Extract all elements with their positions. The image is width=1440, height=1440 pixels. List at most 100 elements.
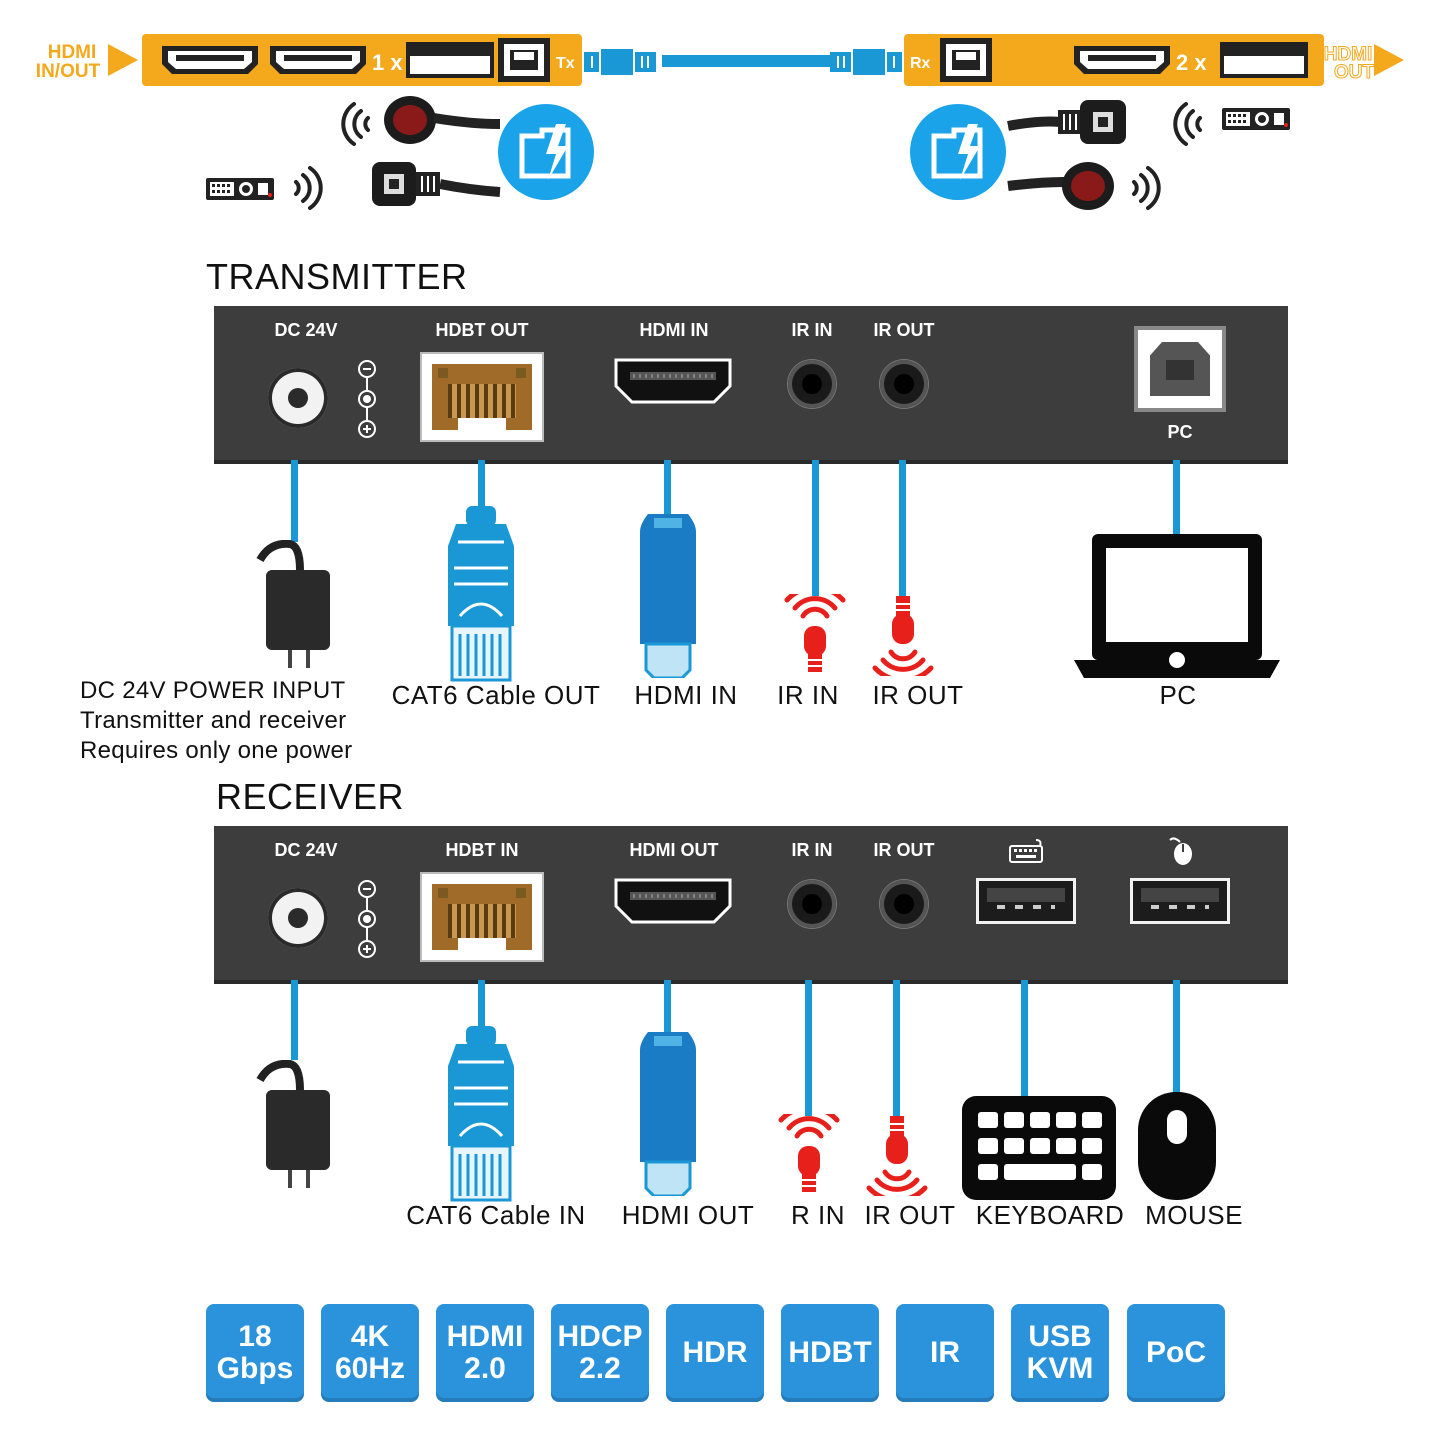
label-ir-out: IR OUT	[864, 1200, 956, 1230]
hdmi-cable	[664, 980, 671, 1038]
ir-emitter-icon	[872, 596, 934, 676]
feature-badge-text: IR	[930, 1336, 960, 1369]
ir-in-jack	[788, 880, 836, 928]
feature-badge-text: HDCP 2.2	[557, 1320, 643, 1385]
feature-badge-text: 18 Gbps	[216, 1320, 294, 1385]
transmitter-port-strip: 1 x Tx	[142, 34, 582, 86]
feature-badge-text: HDMI 2.0	[446, 1320, 524, 1385]
dc-power-jack	[268, 368, 328, 428]
rj45-port-icon	[498, 38, 550, 82]
label-ir-in: IR IN	[777, 680, 839, 710]
dc-cable	[291, 460, 298, 542]
port-label-hdbt-out: HDBT OUT	[435, 320, 529, 340]
dc-cable	[291, 980, 298, 1060]
svg-text:1 x: 1 x	[372, 50, 403, 75]
label-mouse: MOUSE	[1145, 1200, 1243, 1230]
label-pc: PC	[1159, 680, 1197, 710]
receiver-port-strip: Rx 2 x	[904, 34, 1324, 86]
ir-out-cable	[899, 460, 906, 600]
poc-power-icon	[498, 104, 594, 200]
port-label-dc: DC 24V	[274, 840, 338, 860]
ir-out-cable	[893, 980, 900, 1118]
power-adapter-icon	[256, 540, 330, 668]
port-label-hdmi-out: HDMI OUT	[629, 840, 719, 860]
power-adapter-icon	[256, 1060, 330, 1188]
power-note: DC 24V POWER INPUT Transmitter and recei…	[80, 676, 352, 766]
polarity-icon	[358, 360, 376, 438]
label-hdmi-out: HDMI OUT	[621, 1200, 755, 1230]
ir-in-jack	[788, 360, 836, 408]
ir-emitter-icon	[372, 162, 501, 206]
remote-control-icon	[1222, 108, 1290, 130]
keyboard-icon	[1009, 839, 1043, 863]
hdmi-out-label: HDMI OUT	[1323, 44, 1404, 84]
ir-emitter-icon	[866, 1116, 928, 1196]
ir-in-cable	[812, 460, 819, 596]
keyboard-icon	[962, 1096, 1116, 1200]
hdmi-in-out-label: HDMI IN/OUT	[36, 42, 138, 82]
port-label-pc: PC	[1167, 422, 1193, 442]
signal-waves-icon	[294, 166, 323, 210]
feature-badge-bandwidth: 18 Gbps	[206, 1304, 304, 1402]
usb-a-mouse-port	[1130, 878, 1230, 924]
pc-usb-cable	[1173, 460, 1180, 536]
ethernet-plug-icon	[448, 506, 514, 682]
ir-receiver-icon	[784, 594, 846, 672]
hdmi-out-port	[614, 878, 732, 924]
feature-badge-resolution: 4K 60Hz	[321, 1304, 419, 1402]
feature-badge-text: USB KVM	[1026, 1320, 1094, 1385]
feature-badge-poc: PoC	[1127, 1304, 1225, 1402]
dc-power-jack	[268, 888, 328, 948]
usb-b-pc-port	[1134, 326, 1226, 412]
remote-control-icon	[206, 178, 274, 200]
mouse-usb-cable	[1173, 980, 1180, 1110]
svg-text:2 x: 2 x	[1176, 50, 1207, 75]
receiver-title: RECEIVER	[216, 776, 405, 817]
feature-badge-hdbt: HDBT	[781, 1304, 879, 1402]
poc-power-icon	[910, 104, 1006, 200]
port-label-hdbt-in: HDBT IN	[445, 840, 519, 860]
label-cat6-out: CAT6 Cable OUT	[391, 680, 601, 710]
cat6-link-cable	[584, 47, 902, 77]
tx-ir-accessories	[206, 96, 594, 210]
port-label-dc: DC 24V	[274, 320, 338, 340]
feature-badge-text: HDR	[682, 1336, 748, 1369]
feature-badge-usb-kvm: USB KVM	[1011, 1304, 1109, 1402]
cat6-cable	[478, 460, 485, 516]
ethernet-plug-icon	[448, 1026, 514, 1202]
feature-badge-hdmi: HDMI 2.0	[436, 1304, 534, 1402]
label-ir-out: IR OUT	[872, 680, 964, 710]
hdmi-cable	[664, 460, 671, 520]
svg-text:Rx: Rx	[910, 55, 931, 72]
port-label-hdmi-in: HDMI IN	[639, 320, 709, 340]
ir-in-cable	[805, 980, 812, 1116]
hdmi-port-icon	[1074, 46, 1170, 74]
polarity-icon	[358, 880, 376, 958]
feature-badge-hdr: HDR	[666, 1304, 764, 1402]
feature-badge-ir: IR	[896, 1304, 994, 1402]
laptop-icon	[1074, 534, 1280, 678]
power-note-line: Requires only one power	[80, 737, 353, 764]
port-label-ir-in: IR IN	[791, 320, 833, 340]
usb-a-keyboard-port	[976, 878, 1076, 924]
receiver-panel: DC 24V HDBT IN HDMI OUT IR IN IR OUT	[214, 826, 1288, 984]
connection-banner: HDMI IN/OUT 1 x Tx Rx 2 x HDMI OUT	[36, 34, 1404, 210]
ir-emitter-icon	[1007, 100, 1126, 144]
mouse-icon	[1138, 1092, 1216, 1200]
mouse-icon	[1169, 837, 1192, 865]
port-label-ir-out: IR OUT	[873, 840, 935, 860]
hdmi-plug-icon	[640, 1032, 696, 1196]
rj45-port-icon	[940, 38, 992, 82]
transmitter-title: TRANSMITTER	[206, 256, 468, 297]
cat6-cable	[478, 980, 485, 1036]
port-label-ir-in: IR IN	[791, 840, 833, 860]
hdmi-port-icon	[270, 46, 366, 74]
svg-text:OUT: OUT	[1334, 62, 1375, 83]
svg-text:HDMI: HDMI	[48, 42, 97, 63]
ir-receiver-icon	[778, 1114, 840, 1192]
rx-ir-accessories	[910, 100, 1290, 210]
signal-waves-icon	[1132, 166, 1161, 210]
feature-badge-text: PoC	[1146, 1336, 1206, 1369]
feature-badge-hdcp: HDCP 2.2	[551, 1304, 649, 1402]
ir-out-jack	[880, 880, 928, 928]
